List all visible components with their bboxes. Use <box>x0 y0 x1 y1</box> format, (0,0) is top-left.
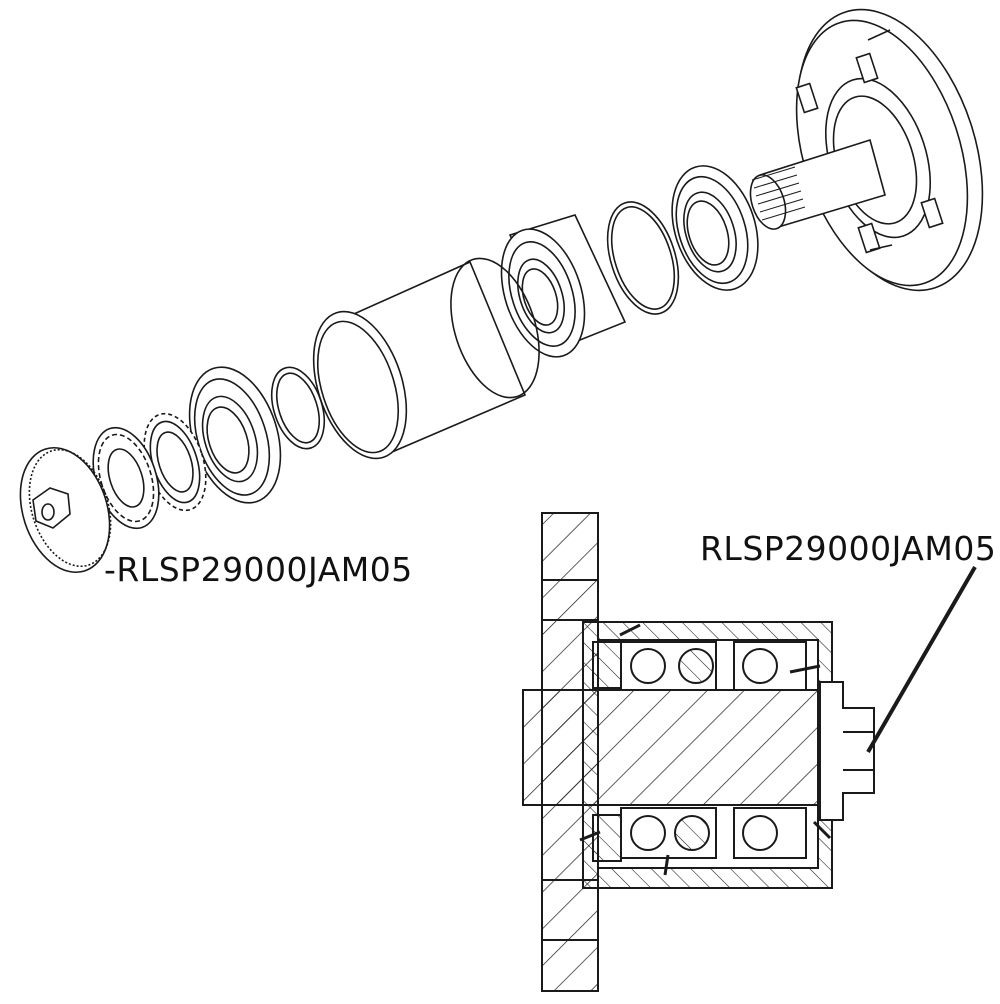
section-upper-bearings <box>592 623 821 691</box>
leader-line <box>866 565 977 754</box>
bearing-2 <box>500 214 627 358</box>
bearing-1 <box>671 165 759 291</box>
section-part-number-label: RLSP29000JAM05 <box>700 529 997 568</box>
lock-nut <box>92 426 160 530</box>
sleeve-part <box>312 257 540 460</box>
section-lower-bearings <box>579 807 832 876</box>
snap-ring-1 <box>606 201 680 315</box>
flange-part <box>795 8 984 292</box>
bearing-3 <box>188 366 282 504</box>
lock-washer <box>143 412 207 512</box>
exploded-view <box>19 8 984 574</box>
exploded-part-number-label: -RLSP29000JAM05 <box>104 550 413 589</box>
section-view <box>522 512 977 992</box>
snap-ring-2 <box>270 366 326 450</box>
section-shaft <box>522 689 821 806</box>
end-cap <box>19 446 112 574</box>
shaft-part <box>749 138 886 230</box>
section-end-nut <box>819 681 875 821</box>
